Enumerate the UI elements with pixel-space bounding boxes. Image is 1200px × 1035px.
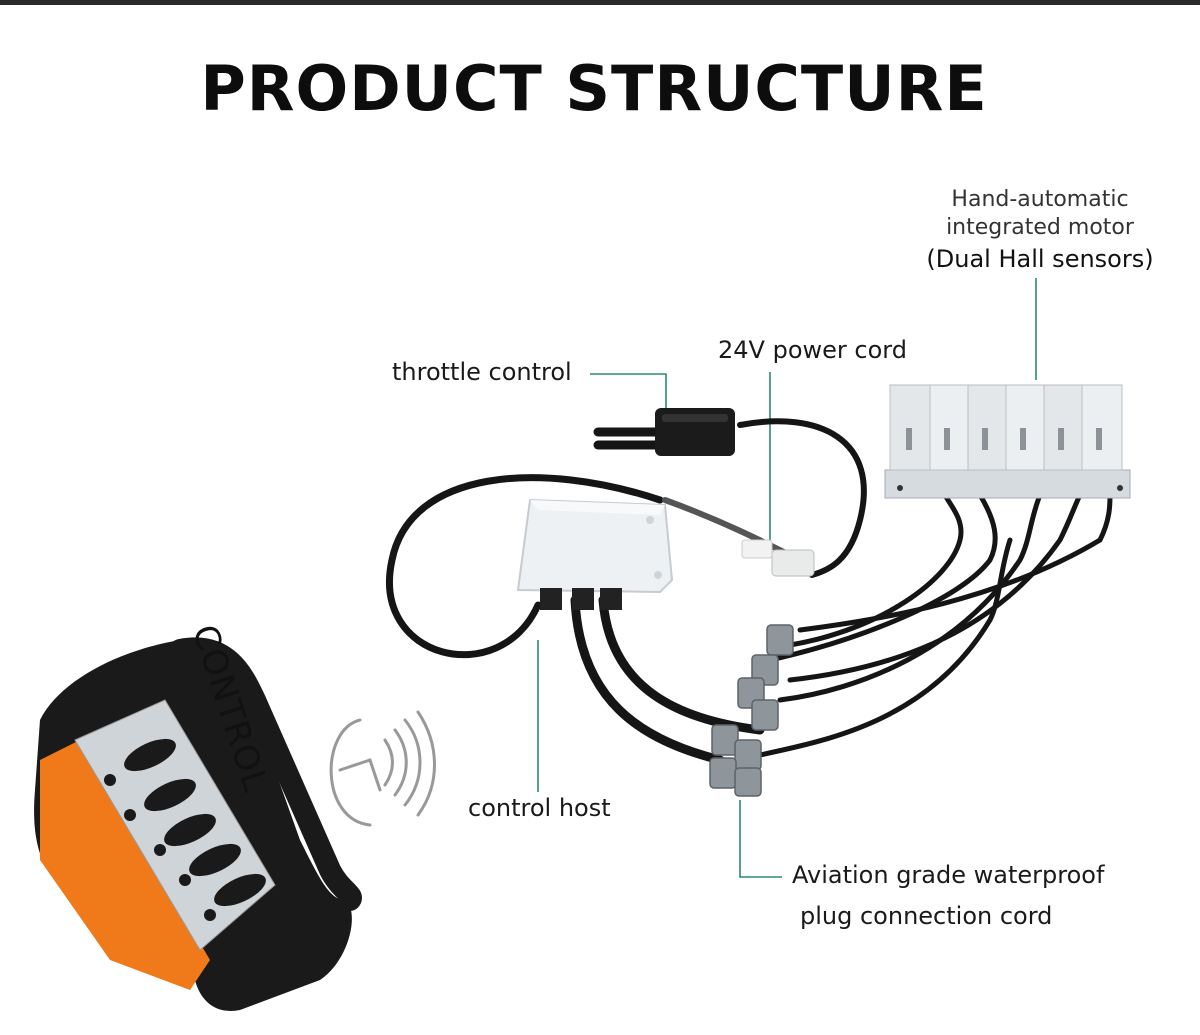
plug-connectors <box>709 624 794 797</box>
host-loop-cable <box>386 474 664 659</box>
power-cord-label: 24V power cord <box>718 336 907 364</box>
control-host-box <box>516 498 674 610</box>
throttle-module <box>655 408 735 456</box>
motor-label-line1: Hand-automatic <box>951 187 1129 212</box>
top-bar <box>0 0 1200 5</box>
plug-label-line1: Aviation grade waterproof <box>792 861 1105 889</box>
throttle-cable <box>737 418 867 578</box>
motor-label: Hand-automatic integrated motor (Dual Ha… <box>900 186 1180 276</box>
throttle-leader <box>590 373 667 410</box>
remote-control <box>34 637 362 1011</box>
page-title: PRODUCT STRUCTURE <box>200 52 988 125</box>
leader-lines <box>537 278 1037 878</box>
harness-2 <box>598 595 765 735</box>
signal-icon <box>329 710 436 827</box>
motor-bank <box>884 384 1131 499</box>
throttle-label: throttle control <box>392 358 572 386</box>
plug-label-line2: plug connection cord <box>800 902 1053 930</box>
plug-leader <box>739 800 782 878</box>
power-connector <box>741 539 815 577</box>
control-host-label: control host <box>468 794 611 822</box>
harness-1 <box>570 595 725 765</box>
motor-label-line3: (Dual Hall sensors) <box>926 245 1154 273</box>
motor-label-line2: integrated motor <box>946 215 1134 240</box>
